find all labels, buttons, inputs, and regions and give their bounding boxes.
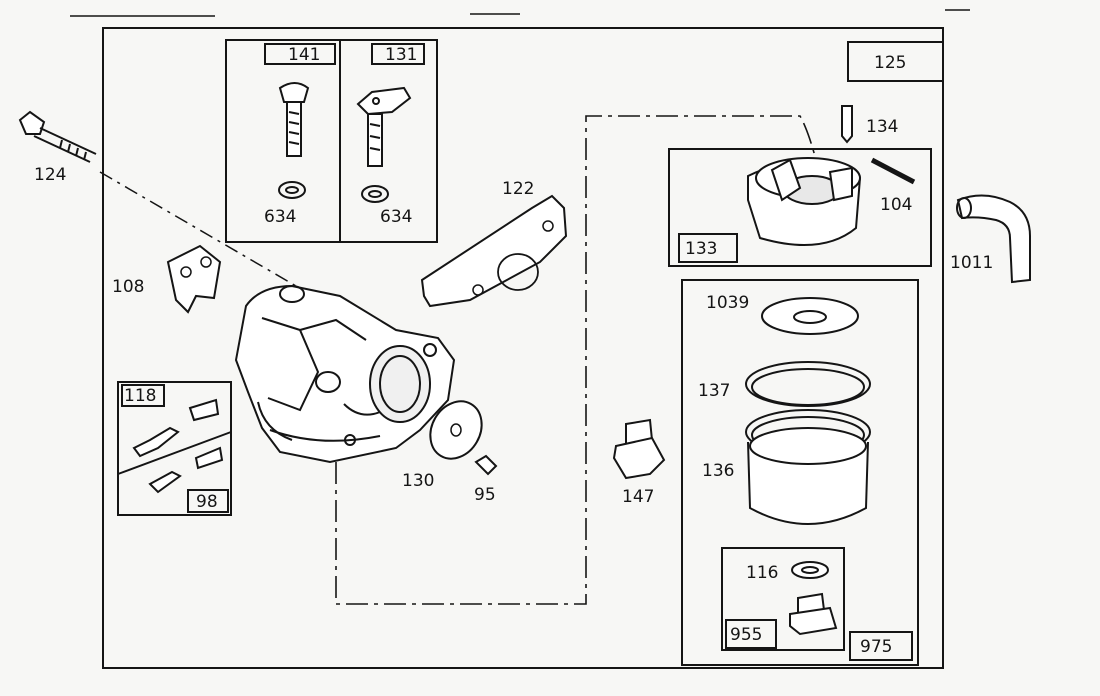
label-136: 136 [702, 461, 734, 481]
carburetor-body-part [234, 284, 456, 464]
label-975: 975 [860, 637, 892, 657]
bolt-box-955 [721, 547, 845, 651]
label-955: 955 [730, 625, 762, 645]
needle-kit-box [225, 39, 438, 243]
bowl-box-975 [681, 279, 919, 666]
pin-104-part [870, 157, 916, 185]
float-box-133 [668, 148, 932, 267]
hose-1011-part [956, 194, 1031, 284]
label-133: 133 [685, 239, 717, 259]
label-122: 122 [502, 179, 534, 199]
plate-130-part [429, 400, 483, 460]
label-116: 116 [746, 563, 778, 583]
label-118: 118 [124, 386, 156, 406]
label-1011: 1011 [950, 253, 993, 273]
needle-134-part [841, 105, 853, 144]
spacer-122-part [420, 194, 568, 308]
top-scan-marks [70, 9, 970, 17]
needle-valve-131-part [356, 86, 412, 203]
label-130: 130 [402, 471, 434, 491]
needle-valve-141-part [278, 82, 310, 199]
label-137: 137 [698, 381, 730, 401]
label-634-left: 634 [264, 207, 296, 227]
screw-124-part [18, 110, 97, 163]
label-125: 125 [874, 53, 906, 73]
label-634-right: 634 [380, 207, 412, 227]
label-147: 147 [622, 487, 654, 507]
label-95: 95 [474, 485, 496, 505]
screw-kit-box [117, 381, 232, 516]
label-108: 108 [112, 277, 144, 297]
fuel-routing-dash-line [335, 115, 817, 605]
label-131: 131 [385, 45, 417, 65]
label-104: 104 [880, 195, 912, 215]
clip-95-part [474, 454, 498, 476]
label-1039: 1039 [706, 293, 749, 313]
label-124: 124 [34, 165, 66, 185]
box-125 [847, 41, 944, 82]
screw-leader-line [99, 171, 297, 287]
label-141: 141 [288, 45, 320, 65]
fitting-147-part [612, 418, 666, 480]
label-98: 98 [196, 492, 218, 512]
main-frame [102, 27, 944, 669]
gasket-108-part [166, 244, 222, 314]
label-134: 134 [866, 117, 898, 137]
